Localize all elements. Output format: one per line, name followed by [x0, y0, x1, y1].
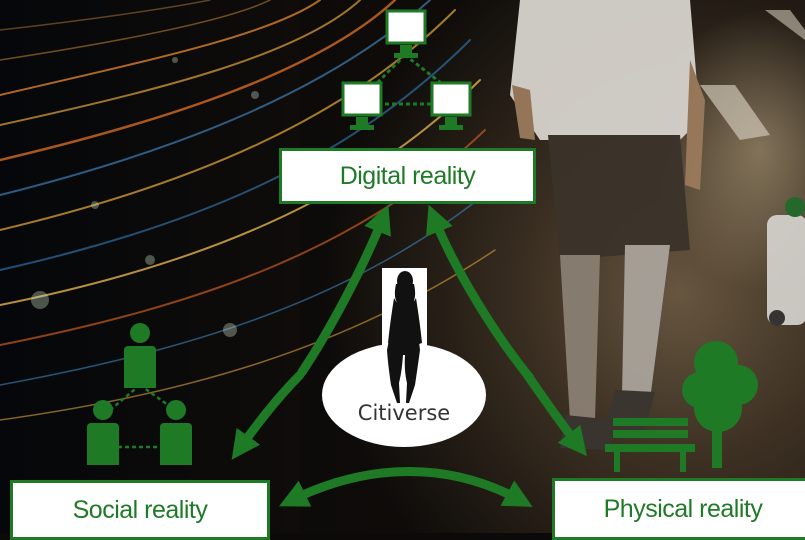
bokeh-lights — [31, 57, 259, 337]
bench-icon — [605, 418, 695, 472]
walking-person — [510, 0, 705, 450]
tree-icon — [682, 341, 758, 468]
woman-silhouette-icon — [387, 271, 422, 403]
social-reality-label: Social reality — [72, 495, 208, 524]
arrow-center-digital-right — [426, 204, 535, 383]
arrow-physical-center — [523, 371, 587, 457]
citiverse-label: Citiverse — [357, 401, 451, 425]
social-reality-box: Social reality — [10, 480, 270, 540]
computer-network-icon — [341, 9, 472, 130]
digital-reality-label: Digital reality — [339, 161, 476, 190]
people-group-icon — [87, 323, 192, 465]
robot — [767, 197, 805, 326]
citiverse-ellipse — [322, 343, 486, 447]
road-marking — [765, 10, 805, 40]
arrow-social-center — [231, 370, 305, 460]
road-marking — [700, 85, 770, 140]
physical-reality-label: Physical reality — [603, 494, 763, 523]
arrow-center-digital-left — [297, 204, 391, 377]
physical-reality-box: Physical reality — [552, 478, 805, 540]
digital-reality-box: Digital reality — [279, 148, 536, 204]
arrows — [231, 204, 587, 507]
arrow-social-physical — [279, 467, 533, 507]
